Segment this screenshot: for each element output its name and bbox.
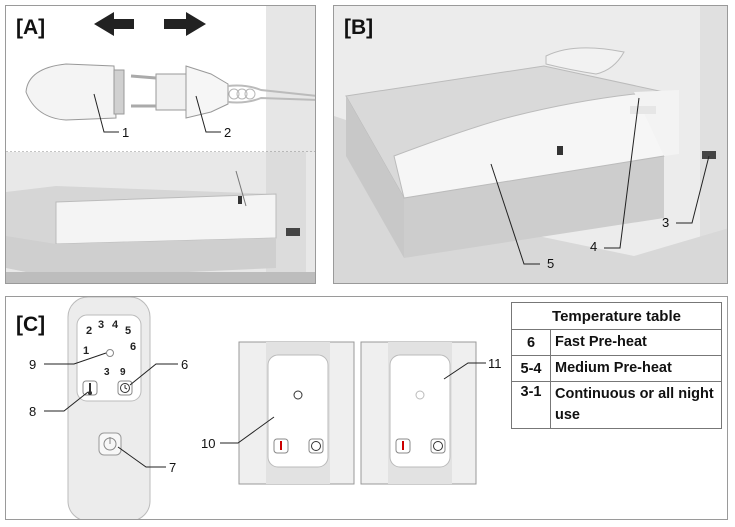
display-digit: 2 (86, 325, 93, 337)
callout-7: 7 (169, 460, 177, 475)
panel-b: [B] 3 4 5 (333, 5, 728, 284)
callout-6: 6 (181, 357, 189, 372)
arrow-left-icon (94, 12, 134, 36)
display-digit: 1 (83, 345, 90, 357)
panel-b-illustration (334, 6, 727, 283)
callout-5: 5 (547, 256, 555, 271)
mode-cell: Fast Pre-heat (550, 329, 722, 356)
temperature-table-title: Temperature table (511, 302, 722, 330)
callout-10: 10 (201, 436, 216, 451)
table-row: 3-1 Continuous or all night use (511, 381, 722, 429)
mode-cell: Medium Pre-heat (550, 355, 722, 382)
display-digit: 4 (112, 319, 119, 331)
power-icon (103, 437, 117, 451)
callout-9: 9 (29, 357, 37, 372)
arrow-right-icon (164, 12, 206, 36)
panel-c: [C] 2 3 4 5 6 1 3 9 6 7 8 9 10 11 (5, 296, 728, 520)
callout-4: 4 (590, 239, 598, 254)
table-header-row: Temperature table (511, 302, 722, 330)
display-digit: 3 (104, 367, 110, 378)
callout-3: 3 (662, 215, 670, 230)
timer-icon (120, 383, 130, 393)
panel-c-illustration (44, 297, 486, 519)
temperature-table: Temperature table 6 Fast Pre-heat 5-4 Me… (511, 302, 722, 429)
panel-label-a: [A] (16, 16, 46, 39)
display-digit: 3 (98, 319, 105, 331)
display-digit: 5 (125, 325, 132, 337)
panel-label-c: [C] (16, 313, 46, 336)
mode-cell: Continuous or all night use (550, 381, 722, 429)
panel-a: [A] 1 2 (5, 5, 316, 284)
setting-cell: 5-4 (511, 355, 551, 382)
callout-8: 8 (29, 404, 37, 419)
callout-2: 2 (224, 125, 232, 140)
callout-11: 11 (488, 356, 502, 371)
display-digit: 6 (130, 341, 137, 353)
panel-label-b: [B] (344, 16, 374, 39)
setting-cell: 6 (511, 329, 551, 356)
setting-cell: 3-1 (511, 381, 551, 429)
thermometer-icon (88, 383, 92, 395)
panel-a-illustration (6, 6, 315, 283)
display-digit: 9 (120, 367, 126, 378)
table-row: 6 Fast Pre-heat (511, 329, 722, 356)
callout-1: 1 (122, 125, 130, 140)
table-row: 5-4 Medium Pre-heat (511, 355, 722, 382)
